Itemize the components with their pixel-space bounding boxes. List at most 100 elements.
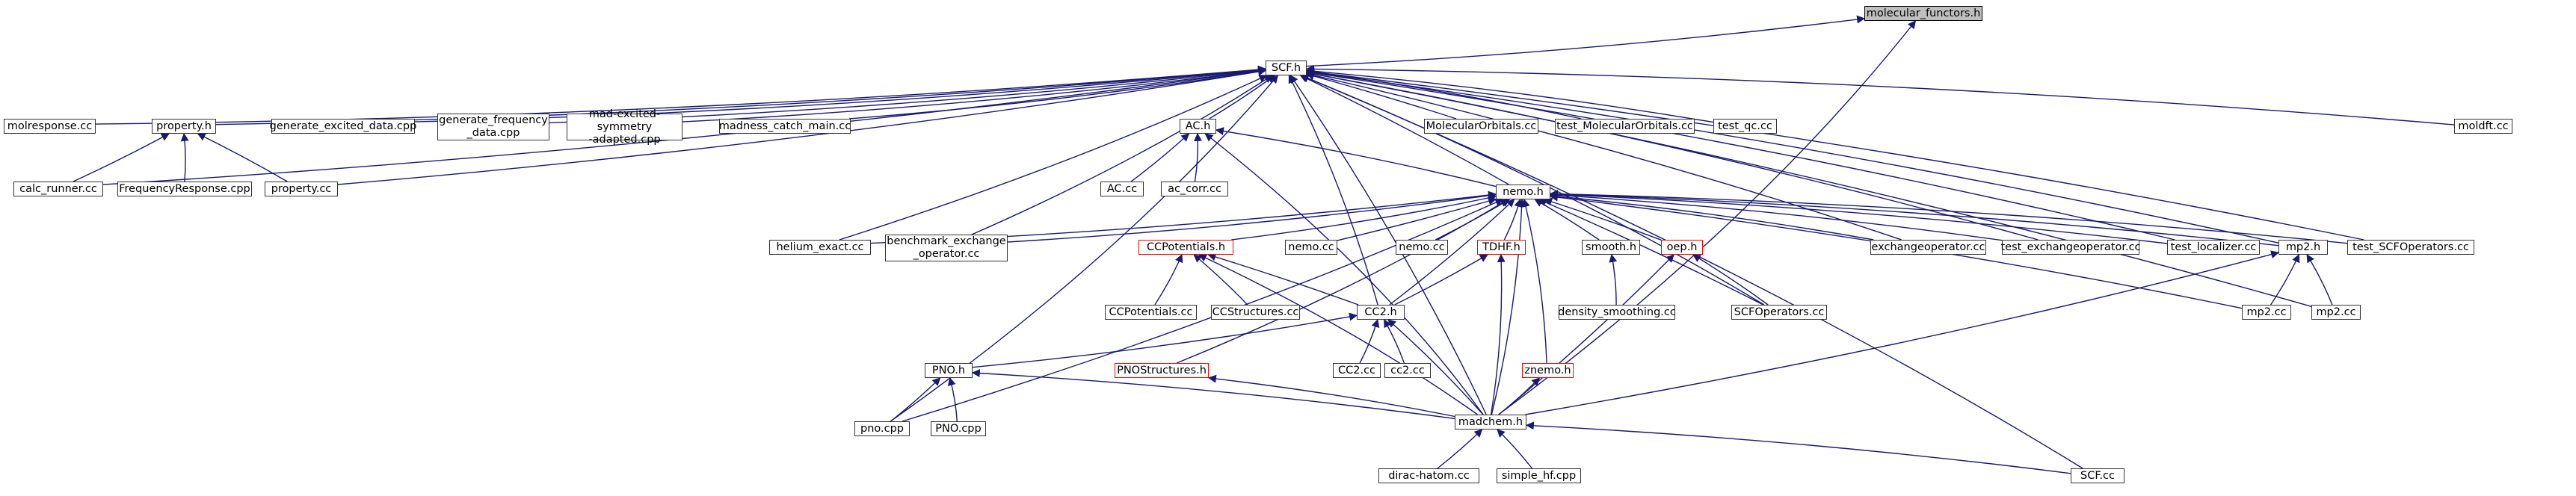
edge-calc-runner-to-property-h	[73, 133, 170, 182]
edge-ccpotentials-h-to-nemo-h	[1231, 193, 1497, 241]
node-benchmark-exchange-operator-cc[interactable]: benchmark_exchange _operator.cc	[885, 235, 1008, 261]
edge-test-exchangeoperator-to-nemo-h	[1549, 190, 2003, 241]
edge-molecularorbitals-cc-to-scf-h	[1305, 72, 1457, 120]
edge-ac-cc-to-ac-h	[1130, 133, 1190, 182]
edge-test-scfoperators-to-nemo-h	[1549, 190, 2348, 244]
edge-mp2-cc-2-to-mp2-h	[2306, 254, 2333, 306]
node-generate-excited-data-cpp[interactable]: generate_excited_data.cpp	[270, 119, 416, 134]
node-nemo-h[interactable]: nemo.h	[1496, 185, 1550, 199]
node-ac-cc[interactable]: AC.cc	[1100, 182, 1144, 196]
edge-madchem-h-to-ac-h	[1204, 133, 1484, 415]
node-pno-cpp[interactable]: PNO.cpp	[931, 421, 986, 436]
node-znemo-h[interactable]: znemo.h	[1522, 363, 1574, 378]
edge-nemo-cc-1-to-nemo-h	[1337, 196, 1497, 241]
node-nemo-cc-2[interactable]: nemo.cc	[1396, 240, 1448, 255]
edge-moldft-to-scf-h	[1305, 64, 2455, 125]
edge-scf-cc-to-madchem-h	[1525, 421, 2071, 474]
edge-nemo-h-to-ac-h	[1215, 127, 1497, 187]
edge-madness-catch-to-scf-h	[848, 67, 1267, 120]
node-pno-h[interactable]: PNO.h	[925, 363, 973, 378]
node-ccpotentials-cc[interactable]: CCPotentials.cc	[1105, 305, 1197, 320]
edge-property-cc-to-scf-h	[337, 67, 1267, 185]
edge-density-smoothing-to-smooth-h	[1609, 253, 1618, 306]
edge-mp2-h-to-nemo-h	[1549, 190, 2279, 247]
node-cc2-h[interactable]: CC2.h	[1357, 305, 1405, 320]
edge-test-scfoperators-to-scf-h	[1305, 68, 2364, 241]
node-ccpotentials-h[interactable]: CCPotentials.h	[1138, 240, 1233, 255]
edge-madchem-h-to-ccpotentials-h	[1198, 254, 1479, 415]
node-tdhf-h[interactable]: TDHF.h	[1477, 240, 1526, 255]
edge-benchmark-exchange-to-nemo-h	[1007, 191, 1497, 243]
node-frequencyresponse-cpp[interactable]: FrequencyResponse.cpp	[117, 182, 252, 196]
node-test-exchangeoperator-cc[interactable]: test_exchangeoperator.cc	[2000, 240, 2141, 255]
edge-dirac-hatom-to-madchem-h	[1437, 429, 1483, 469]
edge-cc2-lower-cc-to-cc2-h	[1383, 319, 1405, 364]
node-simple-hf-cpp[interactable]: simple_hf.cpp	[1497, 468, 1581, 483]
node-ccstructures-cc[interactable]: CCStructures.cc	[1211, 305, 1300, 320]
edge-property-cc-to-property-h	[197, 133, 288, 182]
node-pnostructures-h[interactable]: PNOStructures.h	[1115, 363, 1209, 378]
node-mp2-cc-1[interactable]: mp2.cc	[2242, 305, 2291, 320]
node-smooth-h[interactable]: smooth.h	[1582, 240, 1640, 255]
edge-frequencyresponse-to-property-h	[180, 132, 189, 182]
edge-madchem-h-to-molecular-functors	[1498, 20, 1917, 415]
node-property-h[interactable]: property.h	[152, 119, 216, 134]
edge-cc2-h-to-scf-h	[1288, 75, 1378, 306]
node-molecularorbitals-cc[interactable]: MolecularOrbitals.cc	[1424, 119, 1538, 134]
edge-benchmark-exchange-to-scf-h	[971, 75, 1273, 235]
edge-exchangeoperator-to-nemo-h	[1549, 192, 1874, 241]
node-dirac-hatom-cc[interactable]: dirac-hatom.cc	[1378, 468, 1479, 483]
node-exchangeoperator-cc[interactable]: exchangeoperator.cc	[1870, 240, 1986, 255]
edge-madchem-h-to-znemo-h	[1498, 377, 1541, 415]
edge-mp2-cc-2-to-scf-h	[1305, 69, 2312, 307]
node-oep-h[interactable]: oep.h	[1661, 240, 1703, 255]
node-cc2-cc[interactable]: CC2.cc	[1333, 363, 1381, 378]
node-scf-h[interactable]: SCF.h	[1266, 61, 1307, 75]
node-ac-corr-cc[interactable]: ac_corr.cc	[1161, 182, 1228, 196]
node-property-cc[interactable]: property.cc	[265, 182, 338, 196]
node-nemo-cc-1[interactable]: nemo.cc	[1285, 240, 1337, 255]
node-test-qc-cc[interactable]: test_qc.cc	[1713, 119, 1777, 134]
node-molresponse-cc[interactable]: molresponse.cc	[4, 119, 96, 134]
edge-cc2-h-to-tdhf-h	[1394, 254, 1488, 306]
edge-pno-cpp-lower-to-pno-h	[890, 377, 941, 422]
edge-scfoperators-cc-to-oep-h	[1692, 254, 1769, 306]
edge-nemo-h-to-scf-h	[1299, 75, 1509, 185]
edge-oep-h-to-nemo-h	[1544, 197, 1662, 241]
node-mad-excited-symmetry-adapted-cpp[interactable]: mad-excited-symmetry -adapted.cpp	[567, 108, 682, 146]
edge-simple-hf-to-madchem-h	[1497, 429, 1533, 469]
edge-madchem-h-to-nemo-h	[1491, 198, 1526, 415]
edge-madchem-h-to-tdhf-h	[1490, 253, 1506, 415]
node-test-localizer-cc[interactable]: test_localizer.cc	[2167, 240, 2260, 255]
edge-test-qc-to-scf-h	[1305, 66, 1714, 123]
edge-scf-h-to-molecular-functors	[1306, 15, 1866, 67]
node-density-smoothing-cc[interactable]: density_smoothing.cc	[1558, 305, 1676, 320]
edge-calc-runner-to-scf-h	[102, 66, 1267, 185]
edge-cc2-h-to-ccpotentials-h	[1207, 252, 1359, 306]
node-helium-exact-cc[interactable]: helium_exact.cc	[769, 240, 871, 255]
node-mp2-h[interactable]: mp2.h	[2278, 240, 2328, 255]
edge-cc2-h-to-nemo-h	[1389, 199, 1515, 306]
node-pno-cpp-lowercase[interactable]: pno.cpp	[854, 421, 910, 436]
edge-madchem-h-to-pnostructures-h	[1207, 374, 1455, 418]
node-cc2-lowercase-cc[interactable]: cc2.cc	[1384, 363, 1431, 378]
node-calc-runner-cc[interactable]: calc_runner.cc	[13, 182, 103, 196]
node-test-scfoperators-cc[interactable]: test_SCFOperators.cc	[2347, 240, 2474, 255]
edge-cc2-cc-to-cc2-h	[1359, 318, 1380, 364]
node-scf-cc[interactable]: SCF.cc	[2071, 468, 2124, 483]
node-madchem-h[interactable]: madchem.h	[1455, 415, 1526, 430]
node-mp2-cc-2[interactable]: mp2.cc	[2311, 305, 2361, 320]
node-generate-frequency-data-cpp[interactable]: generate_frequency _data.cpp	[437, 114, 549, 140]
node-scfoperators-cc[interactable]: SCFOperators.cc	[1731, 305, 1827, 320]
edge-ac-corr-to-ac-h	[1193, 132, 1202, 182]
node-test-molecularorbitals-cc[interactable]: test_MolecularOrbitals.cc	[1555, 119, 1695, 134]
node-ac-h[interactable]: AC.h	[1180, 119, 1216, 134]
edge-madchem-h-to-mp2-h	[1525, 250, 2280, 415]
edge-madchem-h-to-cc2-h	[1387, 319, 1484, 415]
node-moldft-cc[interactable]: moldft.cc	[2454, 119, 2512, 134]
edge-pno-h-to-cc2-h	[972, 312, 1358, 368]
edge-madchem-h-to-pno-h	[971, 369, 1455, 420]
node-madness-catch-main-cc[interactable]: madness_catch_main.cc	[719, 119, 851, 134]
